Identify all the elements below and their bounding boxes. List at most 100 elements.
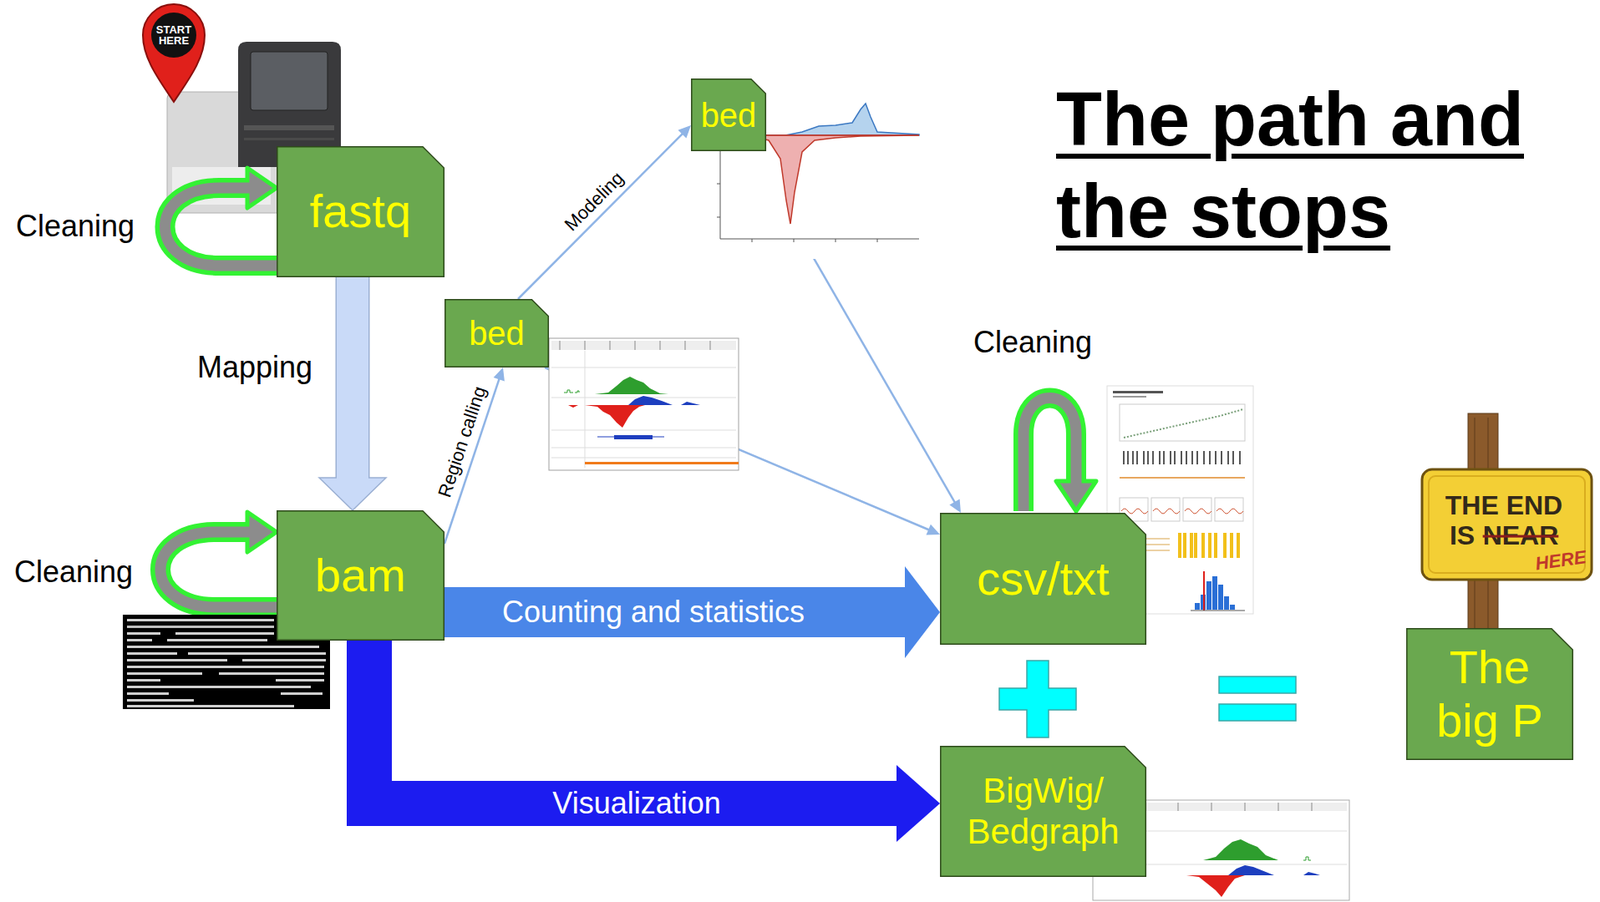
block-arrow: [319, 277, 387, 511]
sign-text: IS: [1449, 520, 1475, 552]
arrow-shaft: [444, 587, 906, 638]
browser-screenshot-part: [568, 405, 579, 408]
step-label: Cleaning: [973, 325, 1093, 360]
results-figure-part: [1119, 404, 1245, 442]
browser-screenshot-part: [1203, 839, 1279, 861]
results-figure-part: [1121, 508, 1244, 514]
browser-screenshot-part: [1303, 872, 1321, 876]
browser-screenshot-part: [584, 405, 646, 428]
reads-image-part: [126, 699, 194, 702]
sign-text: THE END: [1445, 490, 1563, 522]
arrow-shaft: [369, 640, 898, 804]
cleaning-loop-part: [1023, 398, 1077, 513]
results-figure-part: [1112, 396, 1147, 398]
edge-label: Modeling: [558, 166, 630, 238]
results-figure-part: [1224, 596, 1230, 610]
reads-image-part: [126, 645, 320, 649]
file-label: bed: [700, 96, 757, 135]
step-label: Cleaning: [14, 554, 133, 590]
results-figure-part: [1194, 603, 1200, 610]
equals-symbol: [1219, 676, 1296, 722]
browser-screenshot-part: [628, 396, 673, 406]
edge-label: Visualization: [549, 786, 723, 821]
results-figure-part: [1212, 576, 1218, 610]
file-outline: [940, 513, 1147, 646]
start-pin: [142, 4, 205, 102]
browser-screenshot-part: [584, 462, 739, 465]
reads-image-part: [126, 665, 325, 669]
browser-screenshot-part: [563, 390, 580, 393]
file-outline: [277, 511, 445, 641]
file-label: The big P: [1418, 640, 1561, 749]
results-figure-part: [1179, 533, 1239, 559]
reads-image-part: [126, 652, 178, 656]
reads-image-part: [218, 672, 325, 676]
file-box: The big P: [1406, 628, 1574, 761]
pin-label: START HERE: [152, 24, 195, 46]
reads-image-part: [126, 685, 311, 689]
browser-screenshot-part: [548, 338, 739, 471]
cleaning-loop-part: [247, 167, 277, 209]
plus-symbol: [999, 660, 1077, 738]
arrow-outline: [335, 277, 371, 479]
sequencer-image-part: [250, 51, 328, 111]
start-pin-part: [151, 12, 197, 58]
results-figure-part: [1203, 571, 1205, 611]
reads-image-part: [126, 659, 228, 662]
results-figure-part: [1218, 584, 1224, 610]
results-figure-part: [1229, 604, 1235, 610]
browser-screenshot-part: [680, 401, 701, 406]
start-pin-part: [142, 4, 205, 102]
results-figure-part: [1123, 451, 1240, 465]
step-label: Cleaning: [15, 208, 135, 244]
sequencer-image-part: [243, 137, 335, 141]
results-figure-part: [1206, 581, 1212, 610]
file-outline: [691, 79, 767, 152]
reads-image-part: [126, 639, 153, 642]
edge-label: Region calling: [433, 381, 493, 503]
cleaning-loop-part: [247, 512, 277, 553]
cleaning-loop: [165, 167, 278, 266]
reads-image-part: [126, 679, 161, 682]
sign-text: NEAR: [1483, 520, 1560, 552]
reads-image-part: [167, 639, 268, 642]
browser-screenshot-part: [551, 340, 737, 351]
cleaning-loop: [160, 512, 277, 608]
reads-image-part: [280, 692, 323, 696]
file-name: fastq: [309, 184, 412, 239]
end-sign: [1422, 413, 1592, 652]
arrow-head: [904, 566, 940, 659]
reads-image-part: [126, 672, 203, 676]
browser-screenshot-part: [594, 376, 669, 395]
results-figure-part: [1183, 497, 1212, 522]
browser-screenshot: [548, 338, 739, 471]
edge-label: Mapping: [194, 350, 315, 385]
results-figure-part: [1119, 477, 1245, 479]
file-name: csv/txt: [976, 552, 1110, 606]
file-label: csv/txt: [976, 552, 1110, 606]
reads-image-part: [187, 652, 326, 656]
reads-image-part: [126, 692, 169, 696]
thin-arrow: [518, 125, 691, 300]
browser-screenshot-part: [584, 350, 586, 468]
sequencer-image-part: [243, 125, 335, 131]
file-box: bed: [690, 78, 767, 152]
file-name: bed: [700, 96, 757, 135]
equals-symbol-part: [1219, 676, 1296, 694]
cleaning-loop-part: [160, 532, 277, 608]
browser-screenshot-part: [1186, 875, 1245, 898]
file-label: bam: [314, 548, 407, 603]
edge-label: Counting and statistics: [499, 594, 808, 630]
arrow-shaft: [518, 133, 683, 300]
plus-symbol-part: [999, 660, 1077, 738]
reads-image-part: [275, 679, 325, 682]
browser-screenshot-part: [559, 340, 711, 351]
file-outline: [940, 746, 1147, 878]
arrow-head: [319, 477, 387, 511]
file-outline: [1406, 629, 1574, 761]
cleaning-loop-part: [1056, 481, 1097, 512]
reads-image-part: [126, 632, 161, 635]
reads-image-part: [242, 659, 326, 662]
browser-screenshot-part: [597, 436, 665, 438]
